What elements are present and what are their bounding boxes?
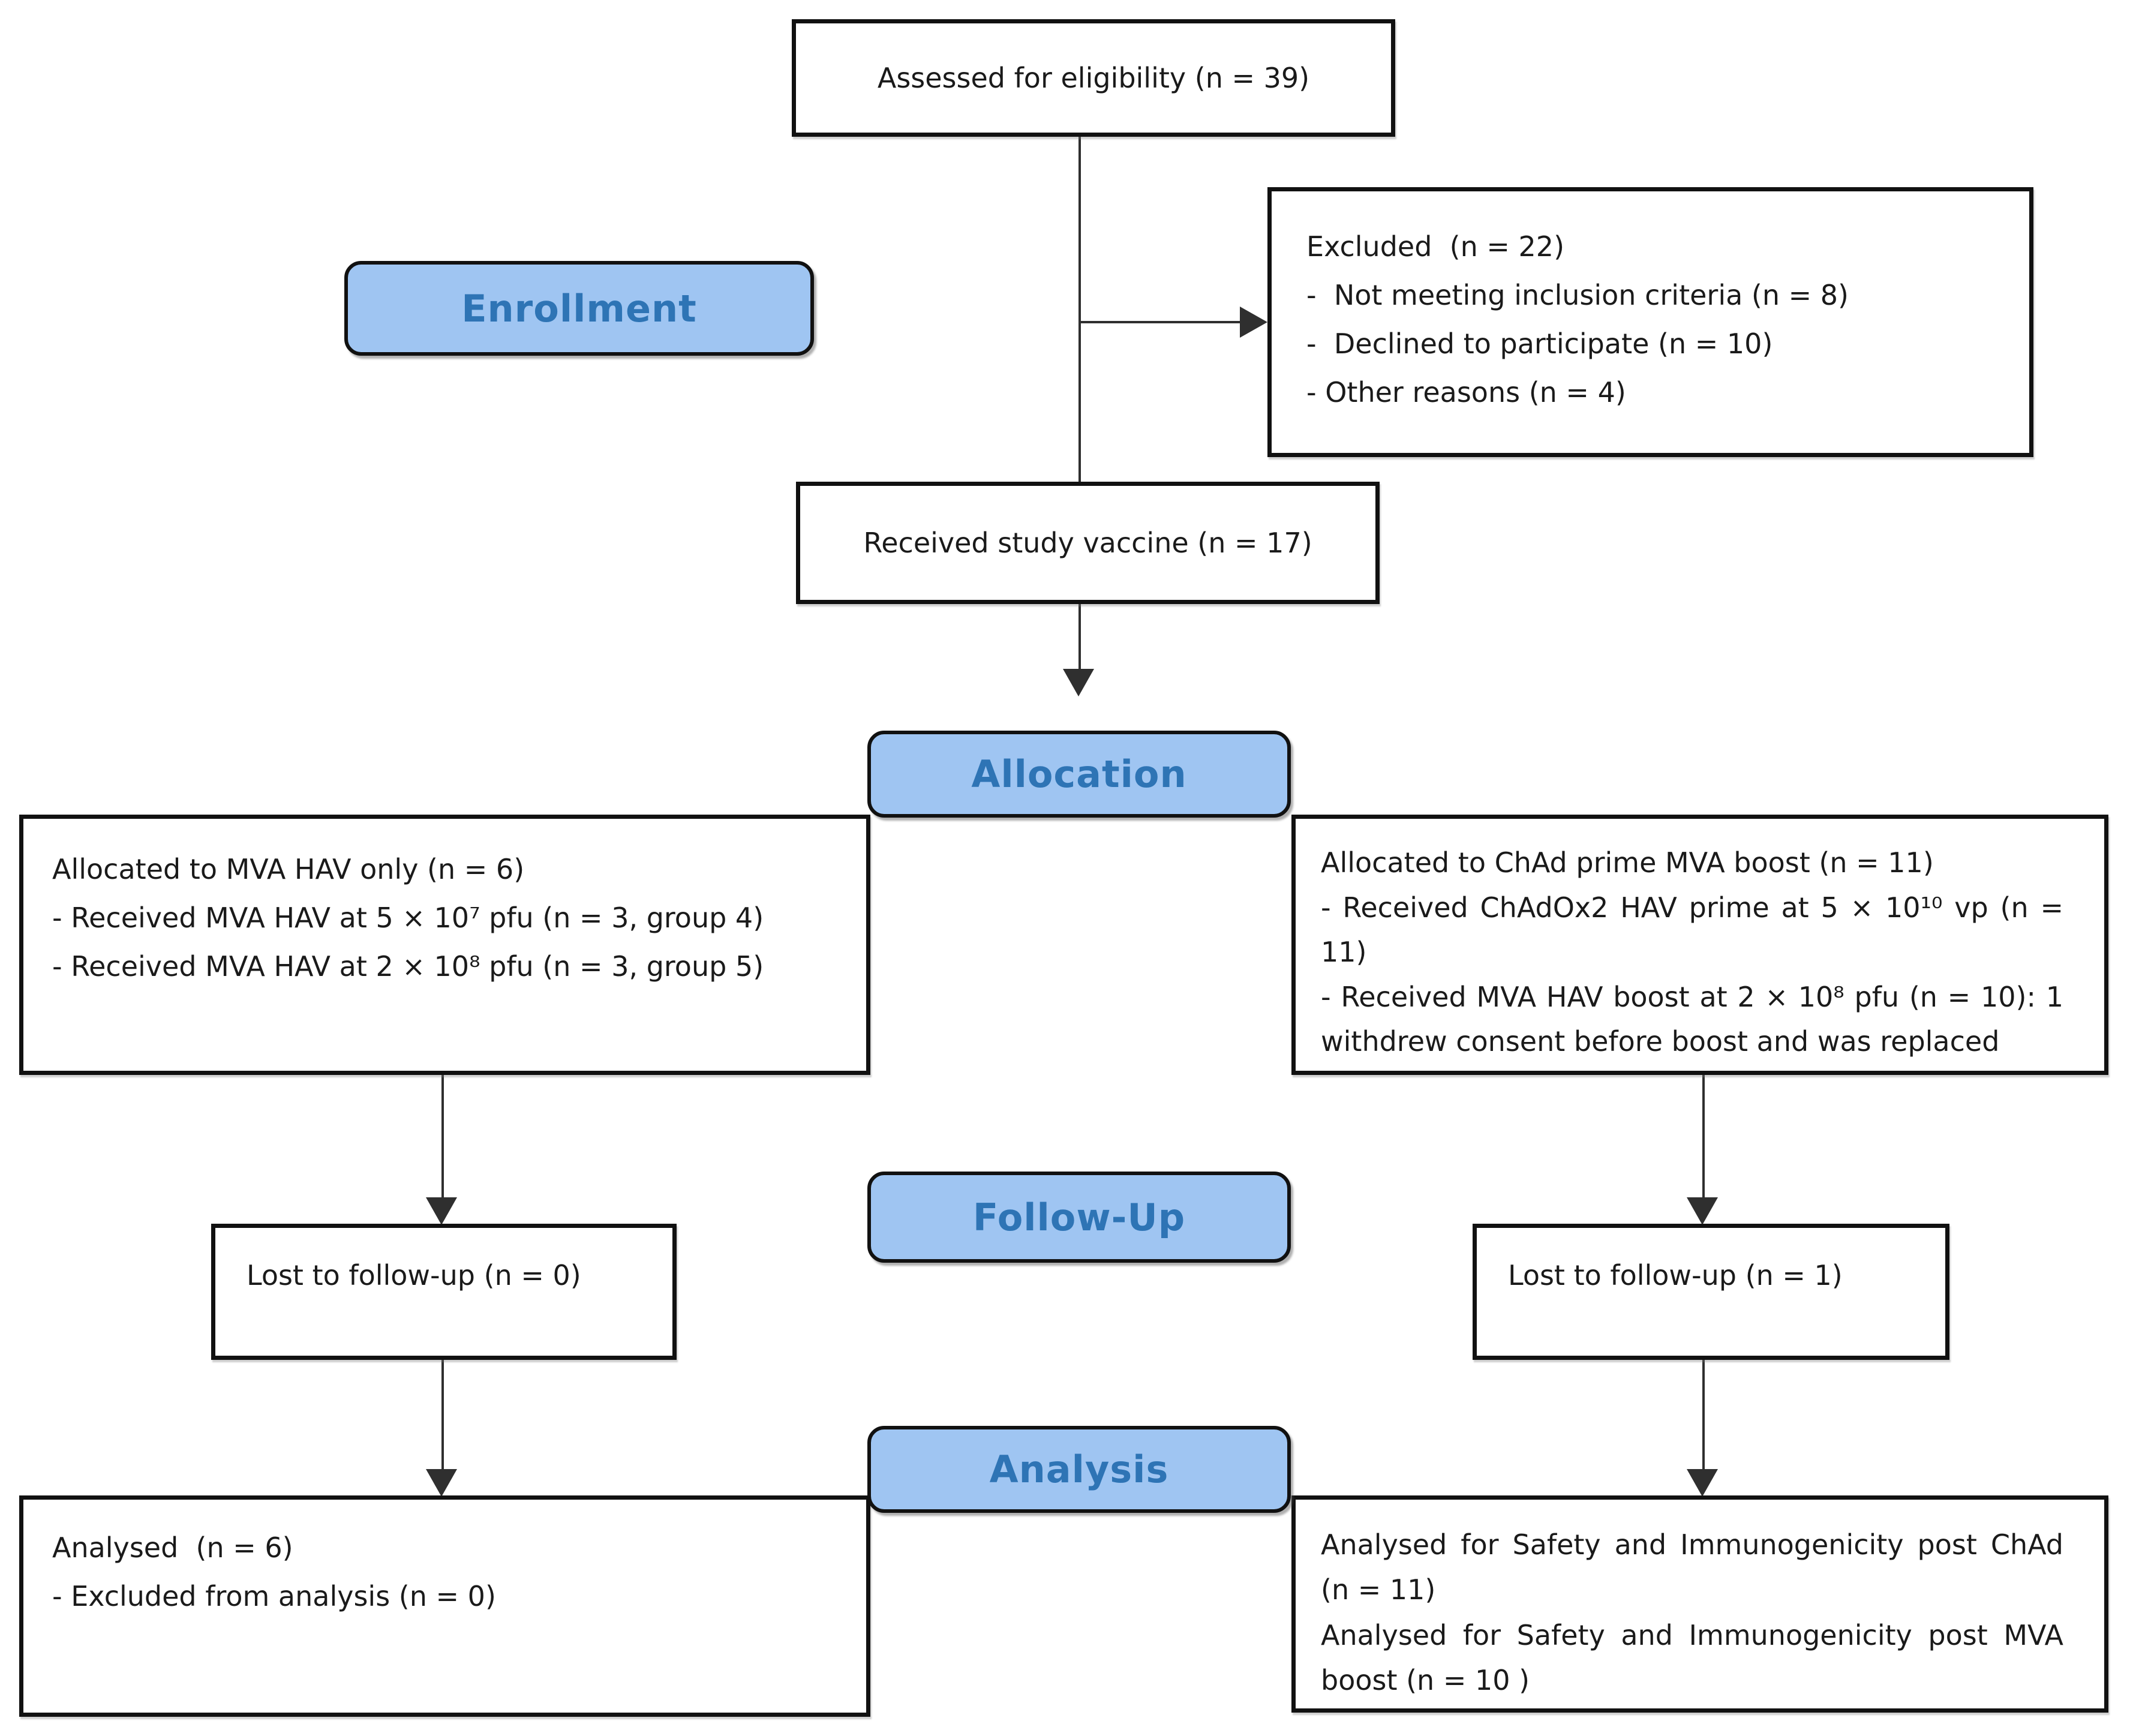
text-line: - Other reasons (n = 4) xyxy=(1306,376,1626,409)
text-line: Analysed for Safety and Immunogenicity p… xyxy=(1321,1618,2072,1697)
stage-followup-label: Follow-Up xyxy=(972,1195,1186,1239)
stage-enrollment-label: Enrollment xyxy=(461,286,697,331)
text-line: Excluded (n = 22) xyxy=(1306,230,1565,263)
text-line: Analysed for Safety and Immunogenicity p… xyxy=(1321,1528,2072,1606)
stage-followup: Follow-Up xyxy=(867,1172,1291,1263)
arrow-down-icon xyxy=(426,1469,457,1497)
received-vaccine-box: Received study vaccine (n = 17) xyxy=(796,482,1380,604)
text-line: - Not meeting inclusion criteria (n = 8) xyxy=(1306,278,1849,311)
stage-allocation-label: Allocation xyxy=(971,752,1187,796)
analysed-left-text: Analysed (n = 6) - Excluded from analysis… xyxy=(52,1524,842,1621)
analysed-right-box: Analysed for Safety and Immunogenicity p… xyxy=(1291,1495,2108,1713)
allocation-chad-prime-box: Allocated to ChAd prime MVA boost (n = 1… xyxy=(1291,815,2108,1075)
analysed-left-box: Analysed (n = 6) - Excluded from analysis… xyxy=(19,1495,870,1717)
excluded-text: Excluded (n = 22) - Not meeting inclusion… xyxy=(1306,223,2005,417)
arrow-down-icon xyxy=(426,1197,457,1225)
text-line: Allocated to MVA HAV only (n = 6) xyxy=(52,853,525,885)
text-line: - Excluded from analysis (n = 0) xyxy=(52,1579,496,1612)
assessed-eligibility-text: Assessed for eligibility (n = 39) xyxy=(877,62,1310,94)
text-line: - Received ChAdOx2 HAV prime at 5 × 10¹⁰… xyxy=(1321,891,2072,969)
text-line: Analysed (n = 6) xyxy=(52,1531,293,1564)
allocation-mva-only-box: Allocated to MVA HAV only (n = 6) - Recei… xyxy=(19,815,870,1075)
connector-branch-to-excluded xyxy=(1080,321,1240,323)
lost-followup-right-box: Lost to follow-up (n = 1) xyxy=(1473,1224,1949,1360)
allocation-chad-prime-text: Allocated to ChAd prime MVA boost (n = 1… xyxy=(1321,840,2063,1064)
stage-analysis-label: Analysis xyxy=(989,1447,1169,1491)
text-line: - Declined to participate (n = 10) xyxy=(1306,327,1773,360)
received-vaccine-text: Received study vaccine (n = 17) xyxy=(863,527,1312,559)
text-line: Allocated to ChAd prime MVA boost (n = 1… xyxy=(1321,846,1934,879)
stage-allocation: Allocation xyxy=(867,731,1291,818)
connector-received-to-allocation xyxy=(1078,603,1081,670)
excluded-box: Excluded (n = 22) - Not meeting inclusion… xyxy=(1267,187,2033,457)
arrow-down-icon xyxy=(1687,1197,1718,1225)
arrow-down-icon xyxy=(1063,669,1094,696)
allocation-mva-only-text: Allocated to MVA HAV only (n = 6) - Recei… xyxy=(52,845,842,991)
lost-followup-left-box: Lost to follow-up (n = 0) xyxy=(211,1224,677,1360)
connector-lostright-to-analysedright xyxy=(1702,1359,1705,1470)
stage-enrollment: Enrollment xyxy=(344,261,814,356)
analysed-right-text: Analysed for Safety and Immunogenicity p… xyxy=(1321,1522,2063,1704)
text-line: - Received MVA HAV at 2 × 10⁸ pfu (n = 3… xyxy=(52,950,764,983)
arrow-right-icon xyxy=(1240,307,1267,338)
connector-assessed-to-received xyxy=(1078,136,1081,482)
text-line: - Received MVA HAV boost at 2 × 10⁸ pfu … xyxy=(1321,980,2072,1058)
arrow-down-icon xyxy=(1687,1469,1718,1497)
connector-allocright-to-lostright xyxy=(1702,1074,1705,1197)
lost-followup-left-text: Lost to follow-up (n = 0) xyxy=(247,1259,581,1292)
lost-followup-right-text: Lost to follow-up (n = 1) xyxy=(1508,1259,1843,1292)
connector-allocleft-to-lostleft xyxy=(441,1074,444,1197)
text-line: - Received MVA HAV at 5 × 10⁷ pfu (n = 3… xyxy=(52,901,764,934)
stage-analysis: Analysis xyxy=(867,1426,1291,1513)
assessed-eligibility-box: Assessed for eligibility (n = 39) xyxy=(792,19,1395,137)
connector-lostleft-to-analysedleft xyxy=(441,1359,444,1470)
